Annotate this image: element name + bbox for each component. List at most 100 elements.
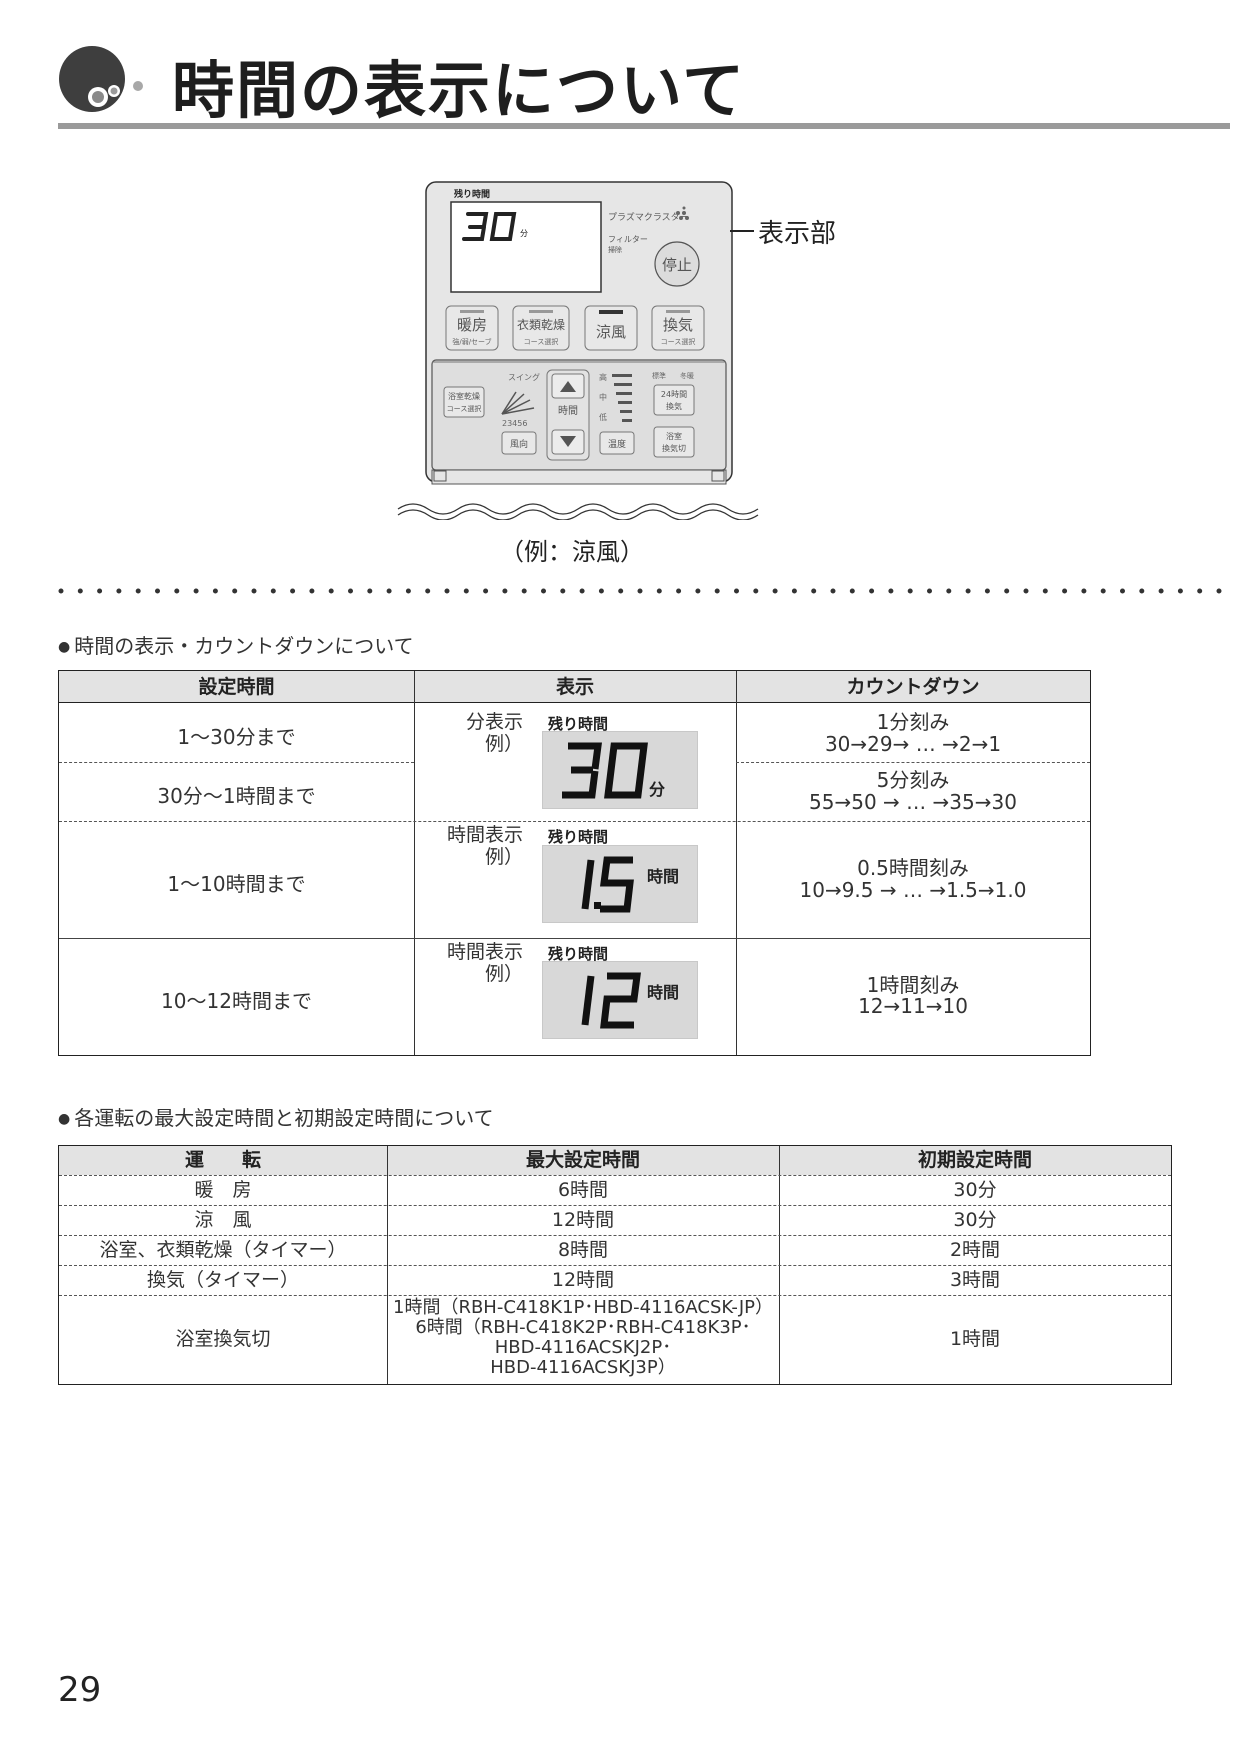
bath-vent-sub: 換気切: [662, 443, 686, 453]
lcd-digits: [562, 742, 648, 799]
table-row-initial: 1時間: [949, 1328, 1001, 1350]
cut-line: [397, 503, 759, 520]
table-row-countdown-step: 0.5時間刻み: [857, 856, 969, 880]
display-lcd-12h: 時間: [542, 961, 698, 1039]
table-row-initial: 30分: [953, 1209, 997, 1231]
table-row-countdown-seq: 12→11→10: [858, 994, 968, 1018]
stop-button[interactable]: [654, 241, 700, 287]
time-label: 時間: [558, 405, 578, 417]
mode-button-dryer-sub: コース選択: [524, 337, 559, 346]
row-divider: [59, 821, 1090, 822]
header-setting-time: 設定時間: [198, 676, 275, 698]
mode-button-heating-sub: 強/弱/セーブ: [452, 337, 491, 346]
section-bullet-icon: [59, 46, 143, 112]
bath-vent-label: 浴室: [666, 431, 682, 441]
display-example-type: 時間表示: [446, 941, 523, 963]
callout-line: [730, 230, 754, 232]
table-row-mode: 浴室換気切: [175, 1328, 271, 1350]
bath-dry-button[interactable]: 浴室乾燥 コース選択: [443, 386, 485, 418]
wind-direction-label: 風向: [510, 438, 528, 450]
header-mode: 運 転: [184, 1149, 261, 1171]
table-row-max-line: 6時間（RBH-C418K2P･RBH-C418K3P･: [415, 1317, 751, 1338]
row-divider: [59, 1235, 1171, 1236]
display-remaining-label: 残り時間: [548, 828, 609, 846]
lcd-digits: [581, 856, 634, 913]
table-row-setting: 1〜10時間まで: [167, 872, 306, 896]
remote-lcd: [450, 201, 602, 293]
header-initial-time: 初期設定時間: [917, 1149, 1032, 1171]
mode-button-vent[interactable]: 換気 コース選択: [651, 305, 705, 351]
table-row-max-line: HBD-4116ACSKJ2P･: [494, 1337, 672, 1358]
stop-button-label: 停止: [662, 256, 692, 274]
plasma-cluster-icon: [676, 206, 689, 220]
mode-button-cool-label: 涼風: [596, 323, 626, 341]
table-row-initial: 30分: [953, 1179, 997, 1201]
col-divider: [736, 671, 737, 1055]
page-title: 時間の表示について: [172, 54, 747, 127]
mode-button-heating[interactable]: 暖房 強/弱/セーブ: [445, 305, 499, 351]
callout-display-label: 表示部: [758, 219, 837, 249]
row-divider: [59, 938, 1090, 939]
display-example-note: 例）: [484, 846, 523, 868]
display-remaining-label: 残り時間: [548, 715, 609, 733]
remote-lcd-digits: [462, 212, 517, 241]
swing-numbers: 23456: [502, 419, 527, 428]
table-row-countdown-step: 5分刻み: [876, 768, 950, 792]
header-countdown: カウントダウン: [846, 676, 980, 698]
table-row-countdown-step: 1時間刻み: [866, 973, 960, 997]
display-example-note: 例）: [484, 963, 523, 985]
table-row-max: 6時間: [557, 1179, 609, 1201]
table-row-max: 12時間: [551, 1209, 615, 1231]
table-row-mode: 浴室、衣類乾燥（タイマー）: [99, 1239, 347, 1261]
row-divider: [59, 1205, 1171, 1206]
mode-button-heating-label: 暖房: [457, 316, 487, 334]
brand-text: プラズマクラスター: [608, 211, 689, 223]
vent-24h-label: 24時間: [661, 390, 687, 399]
row-divider: [59, 1175, 1171, 1176]
fan-high-label: 高: [599, 372, 607, 382]
row-divider: [59, 1265, 1171, 1266]
countdown-table: 設定時間 表示 カウントダウン 1〜30分まで 30分〜1時間まで 1〜10時間…: [58, 670, 1091, 1056]
bath-dry-sub: コース選択: [447, 404, 482, 413]
mode-button-dryer-label: 衣類乾燥: [517, 317, 565, 332]
mode-button-dryer[interactable]: 衣類乾燥 コース選択: [512, 305, 570, 351]
remote-lcd-label: 残り時間: [454, 188, 490, 200]
remote-lcd-unit: 分: [520, 229, 528, 238]
table-row-setting: 10〜12時間まで: [161, 989, 312, 1013]
display-example-note: 例）: [484, 733, 523, 755]
table-row-countdown-seq: 30→29→ … →2→1: [824, 732, 1002, 756]
lcd-unit: 時間: [647, 867, 680, 886]
table-row-max-line: HBD-4116ACSKJ3P）: [490, 1357, 676, 1378]
fan-mid-label: 中: [599, 392, 607, 402]
countdown-table-header: [59, 671, 1090, 703]
vent-24h-sub: 換気: [666, 401, 682, 411]
bath-vent-off-button[interactable]: 浴室 換気切: [653, 426, 695, 458]
table-row-initial: 3時間: [949, 1269, 1001, 1291]
vent-24h-button[interactable]: 24時間 換気: [653, 384, 695, 416]
temperature-button[interactable]: 温度: [599, 431, 635, 455]
header-max-time: 最大設定時間: [525, 1149, 640, 1171]
dotted-separator: [58, 588, 1230, 594]
table-row-mode: 換気（タイマー）: [146, 1269, 299, 1291]
wind-direction-button[interactable]: 風向: [501, 431, 537, 455]
display-remaining-label: 残り時間: [548, 945, 609, 963]
table-row-initial: 2時間: [949, 1239, 1001, 1261]
mode-button-vent-label: 換気: [663, 316, 693, 334]
display-example-type: 分表示: [465, 711, 523, 733]
table-row-countdown-seq: 55→50 → … →35→30: [809, 790, 1017, 814]
time-down-button[interactable]: [551, 429, 585, 455]
table-row-setting: 1〜30分まで: [177, 725, 296, 749]
lcd-unit: 時間: [647, 983, 680, 1002]
table-row-max: 12時間: [551, 1269, 615, 1291]
section2-heading: ●各運転の最大設定時間と初期設定時間について: [58, 1106, 494, 1130]
time-up-button[interactable]: [551, 373, 585, 399]
fan-low-label: 低: [599, 412, 607, 422]
header-display: 表示: [555, 676, 594, 698]
filter-sub-text: 掃除: [608, 245, 622, 254]
display-lcd-30min: 分: [542, 731, 698, 809]
table-row-mode: 暖 房: [194, 1179, 252, 1201]
swing-fan-icon: [501, 391, 535, 415]
mode-button-cool[interactable]: 涼風: [584, 305, 638, 351]
table-row-max: 8時間: [557, 1239, 609, 1261]
section1-heading: ●時間の表示・カウントダウンについて: [58, 634, 414, 658]
